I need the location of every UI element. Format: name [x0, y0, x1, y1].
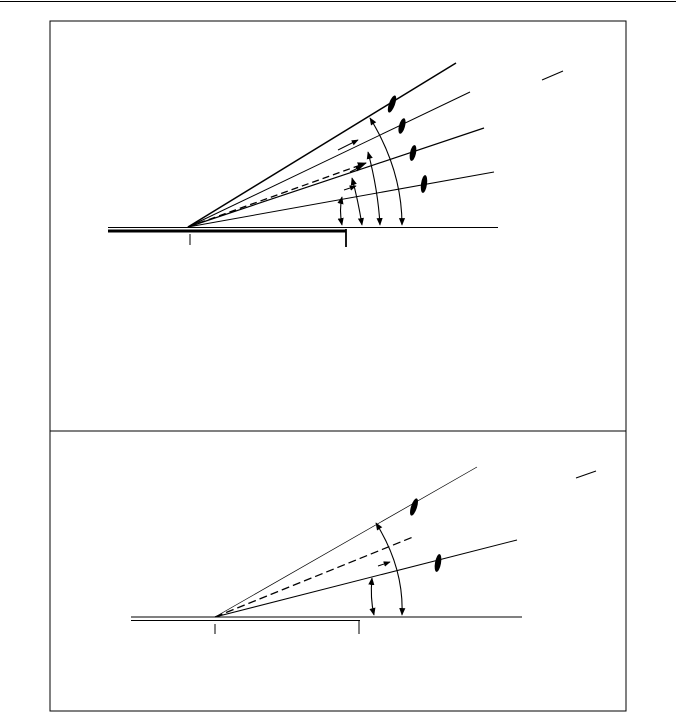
figure-frame: [49, 20, 627, 712]
upper-panel: [108, 62, 564, 247]
upper-marker-3: [409, 145, 417, 161]
upper-markers: [387, 95, 428, 193]
lower-markers: [410, 498, 442, 572]
lower-dashed-ray: [214, 536, 414, 618]
lower-ray-1: [214, 466, 478, 618]
lower-corner-stroke: [575, 470, 597, 479]
lower-angle-arc-2: [375, 522, 406, 616]
upper-small-arrow-2: [349, 165, 363, 173]
upper-dashed-ray: [187, 162, 367, 228]
lower-marker-2: [434, 554, 442, 572]
lower-ray-2: [214, 539, 518, 618]
upper-angle-arc-1: [337, 196, 344, 226]
upper-corner-stroke: [541, 70, 564, 81]
upper-small-arrow-1: [337, 139, 359, 151]
upper-ray-3: [187, 127, 485, 228]
upper-ray-1: [187, 62, 457, 228]
upper-marker-2: [398, 118, 406, 134]
upper-angle-arc-4: [369, 117, 406, 226]
top-rule: [0, 1, 676, 2]
lower-angle-arc-1: [368, 577, 376, 616]
lower-panel: [131, 466, 597, 634]
upper-ray-2: [187, 91, 471, 228]
upper-marker-1: [387, 95, 397, 113]
lower-small-arrow: [377, 561, 391, 567]
upper-angle-arc-2: [350, 177, 364, 226]
upper-marker-4: [420, 175, 428, 193]
lower-marker-1: [410, 498, 418, 516]
